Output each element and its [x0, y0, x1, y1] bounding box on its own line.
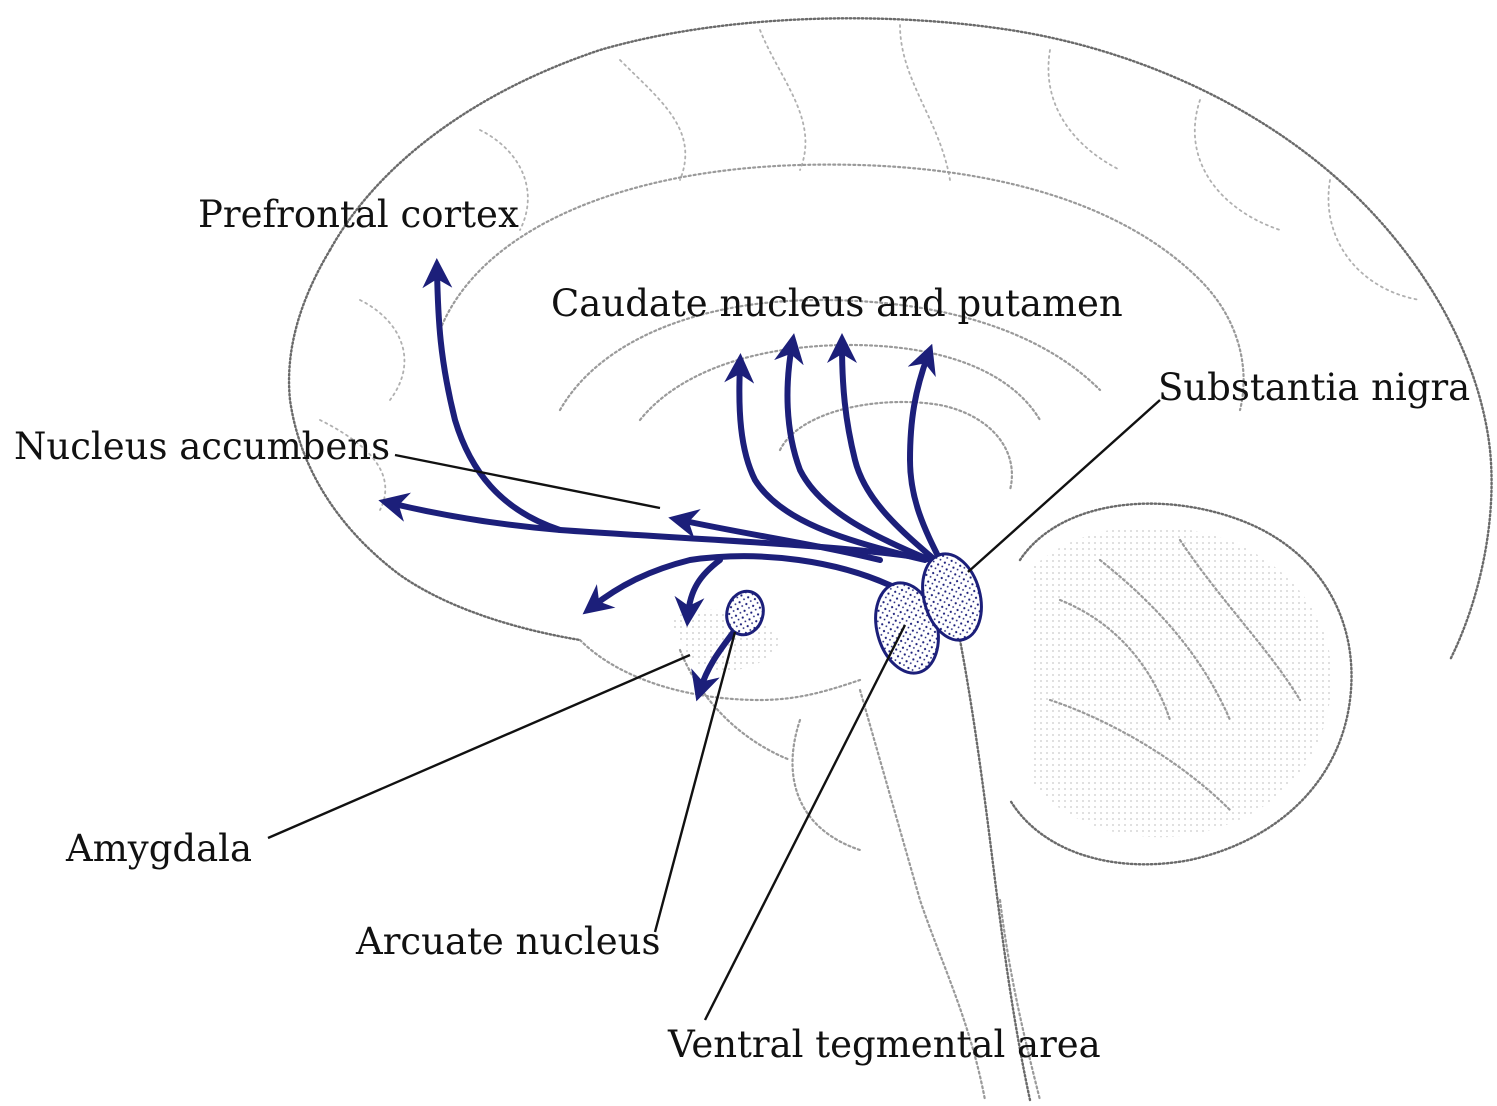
gyrus-line: [620, 60, 685, 180]
gyrus-line: [900, 25, 950, 180]
cerebrum-outline: [330, 18, 1492, 660]
gyrus-line: [1048, 50, 1120, 170]
gyrus-line: [1195, 100, 1280, 230]
label-substantia-nigra: Substantia nigra: [1158, 369, 1470, 406]
cerebellum-folia: [1030, 526, 1332, 837]
leader-arcuate-nucleus: [655, 632, 735, 932]
pathway-to-caudate-1: [739, 365, 925, 560]
label-arcuate-nucleus: Arcuate nucleus: [356, 923, 660, 960]
gyrus-line: [1328, 180, 1420, 300]
leader-ventral-tegmental-area: [705, 625, 905, 1020]
label-prefrontal-cortex: Prefrontal cortex: [198, 196, 519, 233]
spinal-cord: [1000, 900, 1040, 1100]
label-nucleus-accumbens: Nucleus accumbens: [14, 428, 390, 465]
gyrus-line: [760, 30, 805, 170]
label-amygdala: Amygdala: [66, 830, 252, 867]
pathway-to-caudate-4: [910, 355, 940, 560]
pons-outline: [793, 720, 861, 850]
gyrus-line: [360, 300, 404, 400]
pathway-to-amygdala: [688, 560, 720, 615]
thalamus-outline: [780, 402, 1012, 490]
label-caudate-putamen: Caudate nucleus and putamen: [551, 285, 1123, 322]
leader-nucleus-accumbens: [395, 455, 660, 508]
pathway-to-prefrontal-cortex: [437, 270, 560, 530]
leader-amygdala: [268, 655, 690, 838]
label-ventral-tegmental-area: Ventral tegmental area: [668, 1026, 1101, 1063]
